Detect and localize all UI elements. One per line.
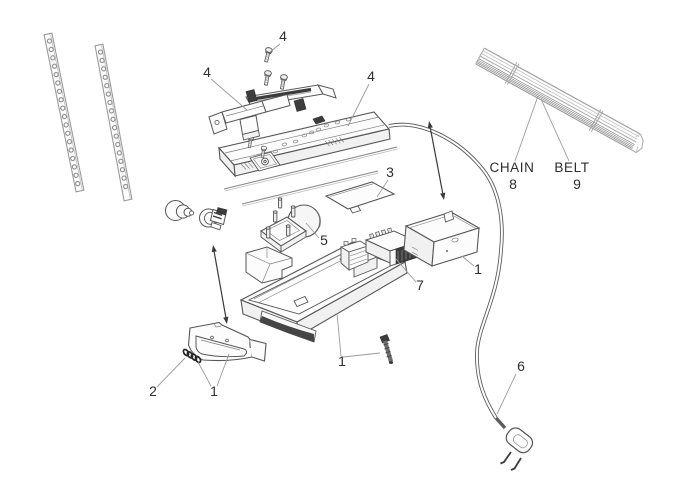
hanging-straps: [43, 32, 133, 202]
grommet-clamp-icon: [199, 207, 228, 231]
assembly-arrow-left-icon: [211, 245, 229, 324]
connector-icon: [312, 115, 326, 125]
motor: [259, 197, 321, 253]
power-cord: [388, 122, 534, 471]
receiver-board: [339, 238, 370, 271]
screw-icon: [278, 73, 289, 91]
limit-adjuster-knob-icon: [165, 200, 195, 221]
light-lens-panel: [324, 181, 396, 214]
vent-slots-icon: [324, 137, 345, 147]
callout-chain: 8: [509, 176, 517, 192]
bolt-icon: [379, 334, 394, 364]
callout-front-lens-cover: 1: [210, 383, 218, 399]
hanging-strap-left-icon: [43, 32, 85, 193]
callout-screw-top: 4: [279, 28, 287, 44]
rail-support-tower-icon: [245, 246, 293, 284]
callout-right-end-cover: 1: [474, 261, 482, 277]
callout-labels: 4 4 4 3 5 7 1 1 1 2 6 CHAIN 8 BELT 9: [149, 28, 589, 399]
power-plug-icon: [494, 416, 534, 471]
cable-tie-icon: [504, 62, 604, 132]
right-end-cover: [403, 210, 481, 267]
vent-slots-icon: [240, 160, 261, 170]
lens-opening-icon: [259, 310, 317, 343]
rail-chain-belt-assembly: [475, 47, 644, 154]
tab-icon: [443, 210, 455, 223]
spring-icon: [182, 348, 202, 364]
front-lens-cover: [187, 321, 267, 362]
header-bracket-icon: [208, 93, 291, 141]
label-belt: BELT: [554, 160, 589, 175]
leader-lines: [156, 43, 570, 415]
callout-chassis: 1: [338, 353, 346, 369]
mounting-bracket: [208, 46, 337, 141]
callout-light-lens-panel: 3: [386, 164, 394, 180]
callout-top-cover: 4: [367, 68, 375, 84]
screw-icon: [262, 69, 273, 87]
motor-studs-icon: [265, 197, 296, 239]
screw-icon: [262, 46, 274, 64]
callout-motor: 5: [320, 232, 328, 248]
callout-mounting-bracket: 4: [203, 64, 211, 80]
callout-spring: 2: [149, 383, 157, 399]
label-chain: CHAIN: [489, 160, 534, 175]
assembly-arrow-right-icon: [427, 121, 446, 200]
hanging-strap-right-icon: [94, 43, 133, 202]
callout-transformer: 7: [416, 277, 424, 293]
callout-power-cord: 6: [517, 358, 525, 374]
callout-belt: 9: [573, 176, 581, 192]
drive-rods: [223, 146, 398, 207]
